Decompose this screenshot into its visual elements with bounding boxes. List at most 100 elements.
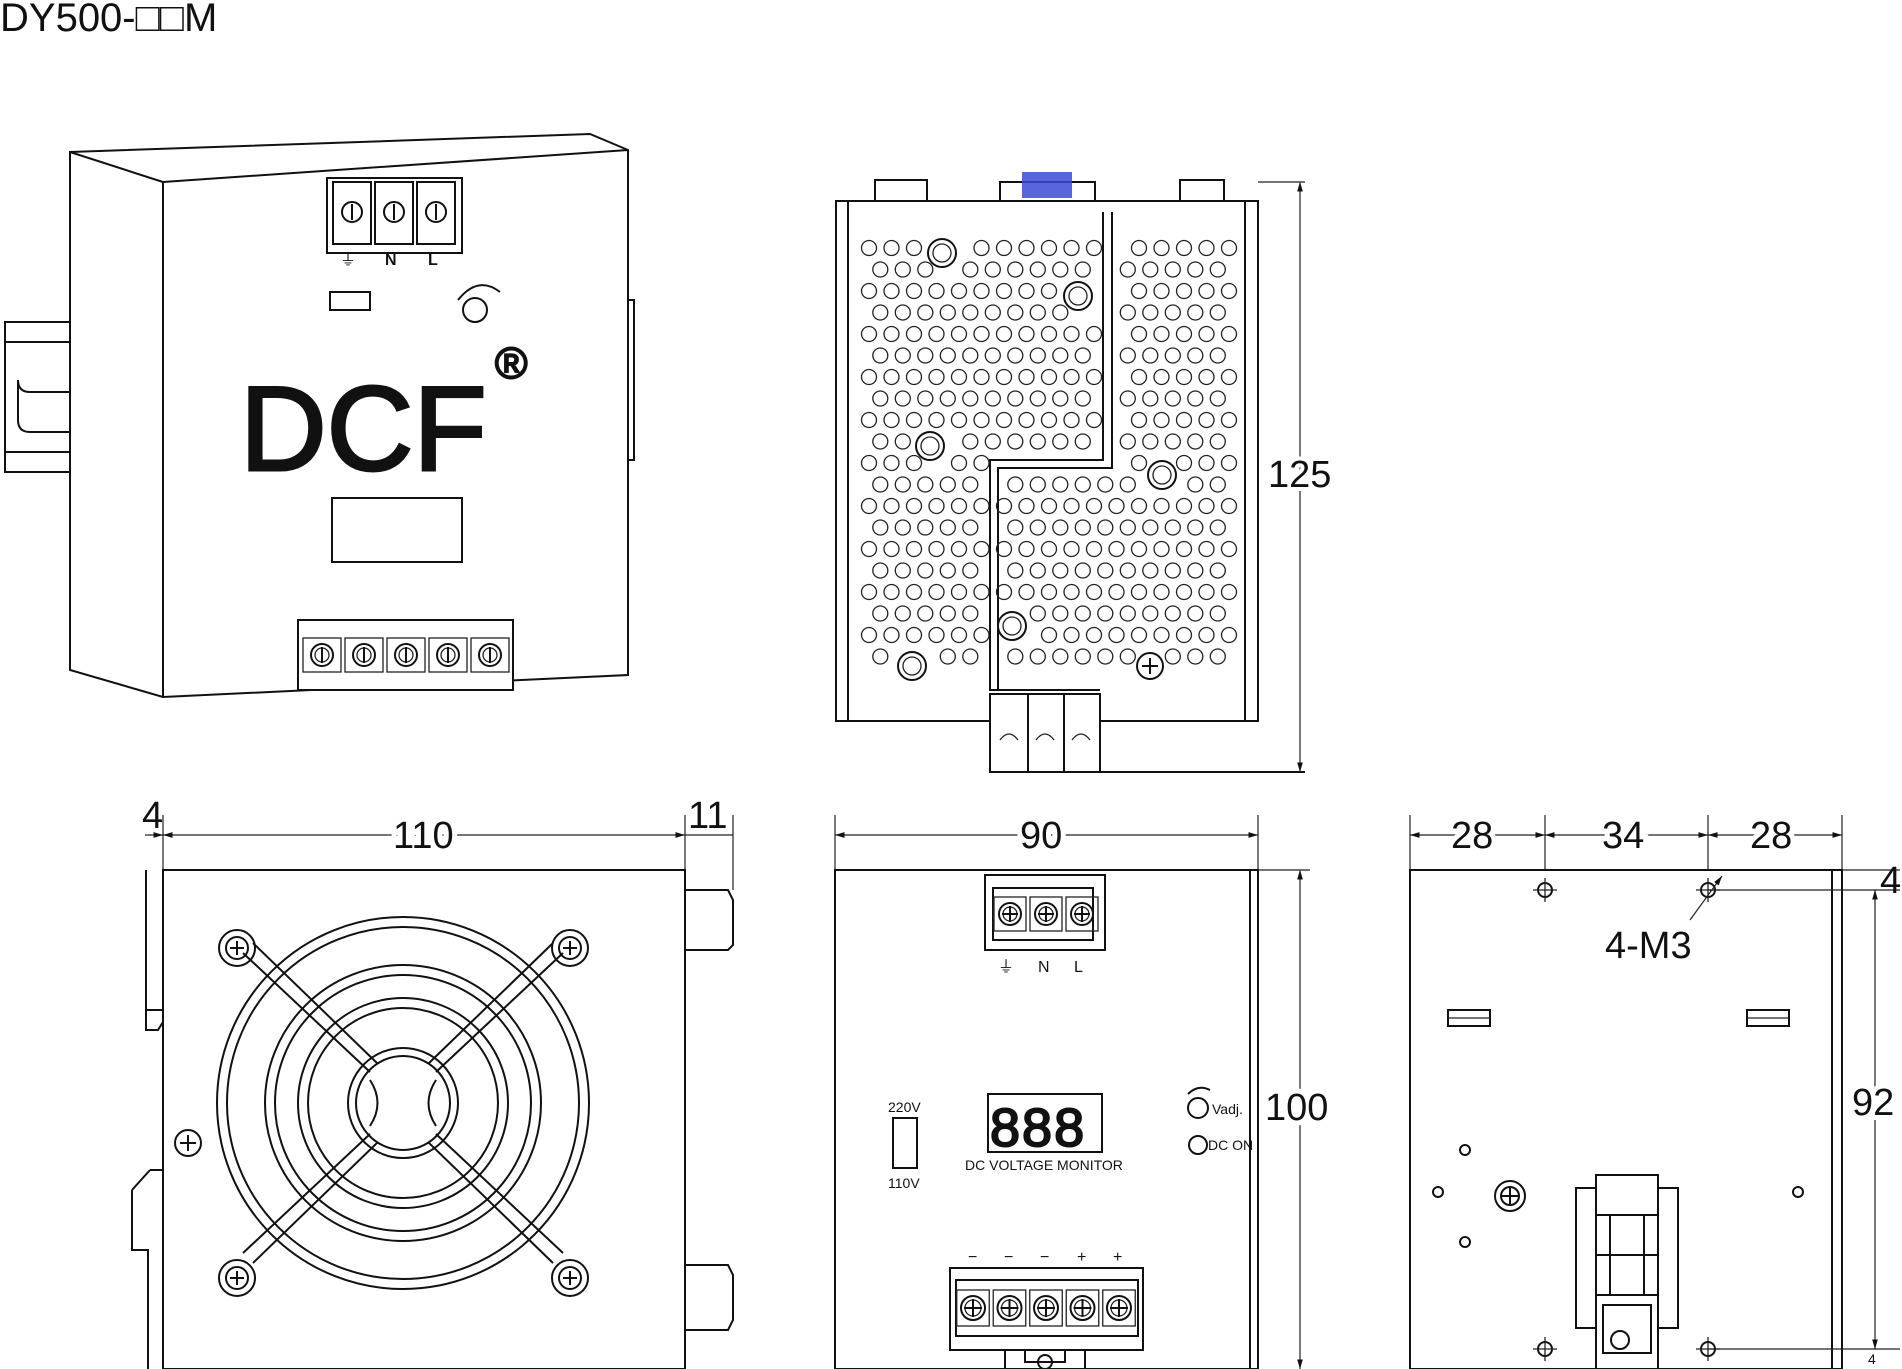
vent-hole <box>1029 433 1046 450</box>
vent-hole <box>1074 476 1091 493</box>
vent-hole <box>1130 282 1148 300</box>
vent-hole <box>939 648 956 665</box>
vent-hole <box>1119 562 1136 579</box>
voltage-110v-label: 110V <box>888 1175 920 1191</box>
vent-hole <box>1063 325 1080 343</box>
vent-hole <box>1052 433 1069 450</box>
vent-hole <box>860 325 878 343</box>
terminal-screw <box>1069 1295 1096 1321</box>
vent-hole <box>1018 540 1035 558</box>
front-input-terminal <box>984 874 1106 951</box>
vent-hole <box>1085 368 1103 386</box>
vent-hole <box>905 497 923 515</box>
vent-hole <box>973 325 990 343</box>
vent-hole <box>1063 368 1080 386</box>
vent-hole <box>1108 583 1125 601</box>
vent-hole <box>1029 476 1046 493</box>
vent-hole <box>1018 368 1035 386</box>
vent-hole <box>1074 605 1091 622</box>
vent-hole <box>1187 605 1204 622</box>
vent-hole <box>1029 347 1046 364</box>
dc-voltage-monitor-label: DC VOLTAGE MONITOR <box>965 1157 1123 1173</box>
vent-hole <box>1074 261 1091 278</box>
vent-hole <box>1187 519 1204 536</box>
vent-hole <box>1175 411 1193 429</box>
vent-hole <box>1130 325 1148 343</box>
vent-hole <box>1153 368 1170 386</box>
vent-hole <box>1119 519 1136 536</box>
dim-28-left: 28 <box>1451 815 1493 857</box>
vent-hole <box>995 583 1013 601</box>
vent-hole <box>939 476 956 493</box>
vent-hole <box>1198 411 1215 429</box>
vent-hole <box>1085 497 1103 515</box>
vent-hole <box>1164 605 1181 622</box>
vent-hole <box>939 605 956 622</box>
vent-hole <box>1220 540 1238 558</box>
vent-hole <box>872 390 889 407</box>
iso-label-n: N <box>385 252 397 269</box>
iso-input-terminal <box>326 177 463 254</box>
vent-hole <box>883 497 900 515</box>
vent-hole <box>1153 626 1170 644</box>
vent-hole <box>950 282 968 300</box>
vent-hole <box>1029 605 1046 622</box>
mount-hole-tl <box>1533 878 1557 902</box>
mount-hole-br <box>1696 1337 1720 1361</box>
vent-hole <box>1085 411 1103 429</box>
vadj-potentiometer[interactable] <box>1187 1097 1209 1119</box>
vent-hole <box>962 304 979 321</box>
vent-hole <box>939 519 956 536</box>
vent-hole <box>1018 583 1035 601</box>
vent-hole <box>973 497 990 515</box>
terminal-screw <box>1106 1295 1132 1321</box>
vent-hole <box>1187 433 1204 450</box>
vent-hole <box>883 626 900 644</box>
vent-hole <box>860 497 878 515</box>
vent-hole <box>1085 626 1103 644</box>
vent-hole <box>905 239 923 257</box>
vent-hole <box>973 368 990 386</box>
out-pol-4: + <box>1077 1249 1086 1266</box>
iso-switch <box>329 291 371 311</box>
vent-hole <box>984 261 1001 278</box>
vent-hole <box>1175 626 1193 644</box>
vent-hole <box>962 648 979 665</box>
vent-hole <box>1153 583 1170 601</box>
vent-hole <box>883 368 900 386</box>
din-clip-highlight <box>1022 172 1072 198</box>
vent-hole <box>1164 261 1181 278</box>
vent-hole <box>905 626 923 644</box>
vent-hole <box>1018 325 1035 343</box>
vent-hole <box>872 476 889 493</box>
voltage-display <box>987 1093 1103 1153</box>
vent-hole <box>962 433 979 450</box>
vent-hole <box>894 605 911 622</box>
vent-hole <box>872 562 889 579</box>
vent-hole <box>1130 454 1148 472</box>
vent-hole <box>872 605 889 622</box>
vent-hole <box>1187 390 1204 407</box>
vent-hole <box>1052 347 1069 364</box>
vent-hole <box>1074 648 1091 665</box>
vent-hole <box>894 304 911 321</box>
vent-hole <box>1209 562 1226 579</box>
din-rail-clip <box>1575 1174 1679 1369</box>
vent-hole <box>883 583 900 601</box>
vent-hole <box>1209 605 1226 622</box>
vent-hole <box>883 239 900 257</box>
vent-hole <box>1130 239 1148 257</box>
vent-hole <box>917 304 934 321</box>
vent-hole <box>1187 648 1204 665</box>
voltage-selector-switch[interactable] <box>892 1117 918 1169</box>
vent-hole <box>1198 626 1215 644</box>
vent-hole <box>939 347 956 364</box>
vent-hole <box>905 282 923 300</box>
vent-hole <box>962 519 979 536</box>
vent-hole <box>973 583 990 601</box>
vent-hole <box>962 562 979 579</box>
vent-hole <box>860 540 878 558</box>
vent-hole <box>860 583 878 601</box>
vent-hole <box>1063 583 1080 601</box>
dim-4-top: 4 <box>1880 860 1901 902</box>
